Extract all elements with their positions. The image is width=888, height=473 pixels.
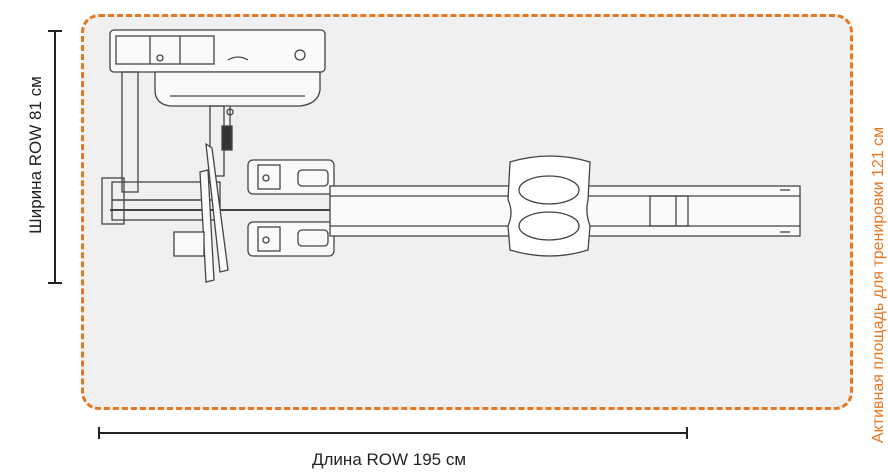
- length-label: Длина ROW 195 см: [312, 450, 467, 469]
- seat-pad-upper: [518, 175, 580, 205]
- handle-lower: [199, 169, 215, 283]
- width-dimension-line: [54, 30, 56, 284]
- housing-panel: [115, 35, 215, 65]
- seat: [507, 155, 591, 257]
- length-dimension-line: [98, 432, 688, 434]
- active-area-label: Активная площадь для тренировки 121 см: [870, 126, 887, 444]
- seat-pad-lower: [518, 211, 580, 241]
- handle-grip: [173, 231, 205, 257]
- handle-upper: [205, 142, 229, 273]
- front-foot: [101, 177, 125, 225]
- vertical-support: [121, 71, 139, 193]
- rail-end-stop: [649, 195, 689, 227]
- water-tank: [154, 71, 321, 107]
- width-label: Ширина ROW 81 см: [26, 76, 45, 234]
- width-dimension-cap-bottom: [48, 282, 62, 284]
- length-dimension-cap-left: [98, 427, 100, 439]
- width-dimension-cap-top: [48, 30, 62, 32]
- length-dimension-cap-right: [686, 427, 688, 439]
- housing-bolt: [294, 49, 306, 61]
